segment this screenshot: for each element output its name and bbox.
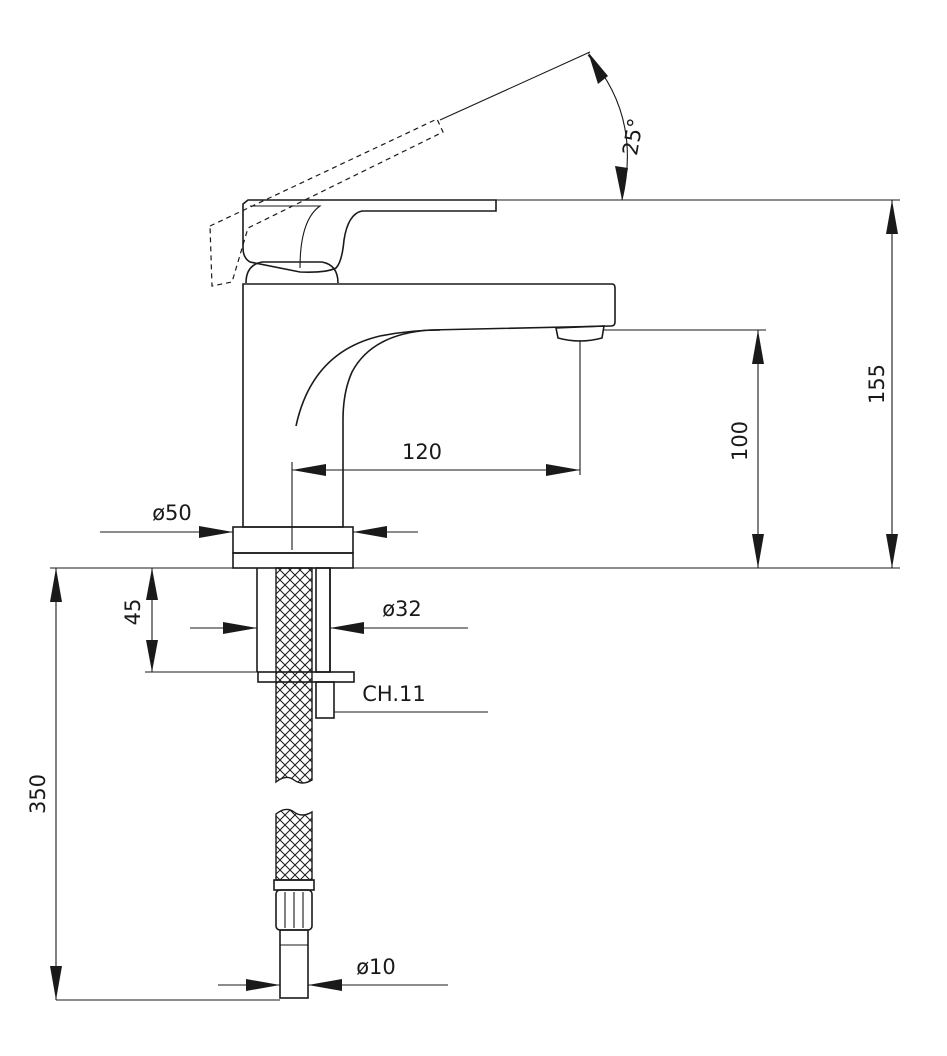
label-shank-diameter: ø32 (382, 597, 422, 621)
lever-inner-curve (250, 205, 322, 269)
dimension-lines (50, 51, 900, 1001)
fixing-nut (315, 681, 335, 719)
under-counter-assembly (256, 567, 355, 999)
hose-upper (275, 567, 313, 784)
lever-handle (242, 199, 497, 273)
hose-ferrule (273, 879, 315, 891)
main-body (242, 283, 616, 528)
label-spout-height: 100 (728, 421, 752, 461)
label-angle: 25° (618, 116, 648, 157)
base-ring (232, 552, 354, 569)
hose-lower (275, 808, 313, 881)
dimension-labels: 25° 155 100 120 ø50 ø32 45 CH.11 350 ø10 (26, 116, 889, 979)
label-spout-reach: 120 (402, 440, 442, 464)
fixing-washer (257, 671, 355, 683)
label-base-diameter: ø50 (152, 501, 192, 525)
aerator (555, 325, 605, 342)
fixing-rod (315, 567, 331, 673)
hose-tail (279, 929, 309, 999)
label-height-total: 155 (865, 364, 889, 404)
label-nut-spanner: CH.11 (362, 682, 425, 706)
faucet-body (209, 118, 616, 569)
base-plate (232, 526, 354, 554)
label-hose-connector: ø10 (356, 955, 396, 979)
label-hose-length: 350 (26, 774, 50, 814)
lever-alt-position (209, 118, 444, 287)
label-shank-length: 45 (121, 599, 145, 626)
spout-curve (295, 329, 441, 427)
lever-base (245, 261, 339, 284)
